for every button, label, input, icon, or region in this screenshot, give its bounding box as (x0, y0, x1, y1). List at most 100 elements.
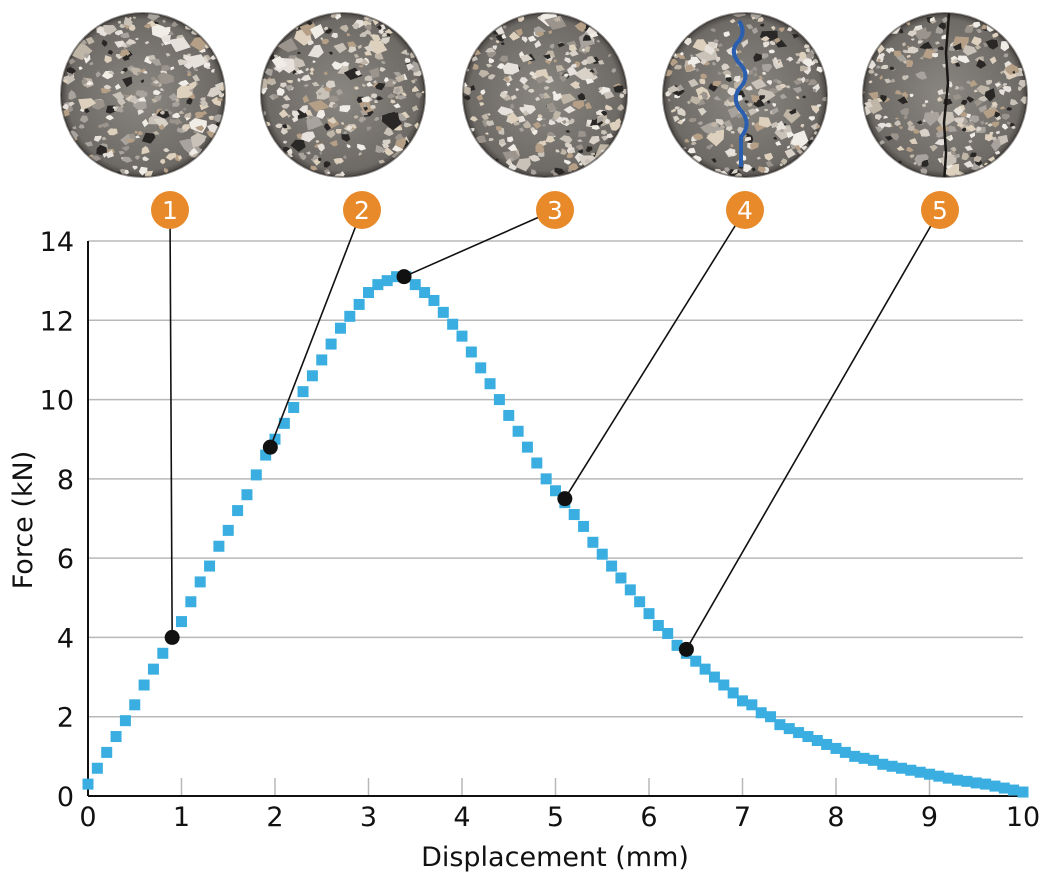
data-point (222, 524, 234, 536)
y-axis-label: Force (kN) (8, 451, 39, 590)
data-point (699, 663, 711, 675)
data-point (316, 354, 328, 366)
aggregate-texture (663, 13, 827, 177)
data-point (409, 279, 421, 291)
data-point (886, 760, 898, 772)
data-point (119, 715, 131, 727)
data-point (952, 774, 964, 786)
data-point (512, 425, 524, 437)
crack-line (731, 19, 749, 167)
data-point (241, 489, 253, 501)
data-point (1008, 784, 1020, 796)
data-point (428, 294, 440, 306)
y-tick-label: 8 (57, 465, 74, 496)
data-point (550, 485, 561, 497)
x-tick-label: 8 (827, 802, 844, 833)
photo-rim (260, 12, 426, 178)
x-tick-label: 1 (173, 802, 190, 833)
data-point (363, 287, 374, 299)
aggregate-texture (261, 13, 425, 177)
specimen-photos (60, 12, 1028, 178)
x-axis-label: Displacement (mm) (421, 842, 689, 873)
data-point (157, 647, 169, 659)
data-point (194, 576, 206, 588)
annotation-point (262, 439, 278, 455)
gridlines (88, 240, 1023, 796)
data-point (961, 775, 973, 787)
data-point (933, 770, 945, 782)
data-point (746, 699, 758, 711)
data-point (176, 616, 187, 628)
data-point (325, 338, 337, 350)
y-tick-label: 2 (57, 703, 74, 734)
data-point (372, 279, 384, 291)
x-tick-label: 7 (734, 802, 751, 833)
data-point (138, 679, 150, 691)
data-point (652, 620, 664, 632)
data-point (980, 778, 992, 790)
data-point (662, 627, 674, 639)
specimen-photo (462, 12, 628, 178)
data-point (877, 758, 889, 770)
photo-rim (862, 12, 1028, 178)
data-point (924, 768, 935, 780)
annotation-badge-label: 3 (547, 196, 563, 225)
data-point (587, 536, 599, 548)
aggregate-texture (463, 13, 627, 177)
data-point (204, 560, 216, 572)
data-point (624, 584, 636, 596)
data-point (858, 752, 870, 764)
data-point (942, 772, 954, 784)
specimen-photo (662, 12, 828, 178)
y-tick-label: 6 (57, 544, 74, 575)
data-point (606, 560, 618, 572)
data-point (419, 287, 431, 299)
data-point (615, 572, 627, 584)
data-point (774, 719, 786, 731)
series-force (82, 271, 1029, 798)
x-tick-label: 3 (360, 802, 377, 833)
data-point (914, 766, 926, 778)
specimen-photo (60, 12, 226, 178)
annotation-badge (536, 191, 574, 229)
annotation-badge-label: 4 (737, 196, 753, 225)
data-point (129, 699, 141, 711)
annotation-5: 5 (678, 191, 959, 657)
data-point (269, 433, 281, 445)
leader-line (564, 209, 746, 500)
data-point (737, 695, 748, 707)
x-tick-label: 10 (1006, 802, 1040, 833)
annotation-badge-label: 1 (162, 196, 178, 225)
photo-rim (662, 12, 828, 178)
data-point (596, 548, 608, 560)
data-point (334, 322, 346, 334)
data-point (185, 596, 197, 608)
annotation-badge (921, 191, 959, 229)
data-point (540, 473, 552, 485)
data-point (793, 727, 805, 739)
x-tick-label: 2 (266, 802, 283, 833)
data-point (465, 346, 477, 358)
data-point (1017, 786, 1029, 798)
data-point (867, 754, 879, 766)
data-point (671, 639, 683, 651)
data-point (110, 731, 122, 743)
data-point (970, 777, 982, 789)
data-point (521, 441, 533, 453)
data-point (708, 671, 720, 683)
specimen-photo (862, 12, 1028, 178)
data-point (821, 738, 833, 750)
data-point (447, 318, 459, 330)
data-point (718, 679, 730, 691)
data-point (895, 762, 907, 774)
y-tick-label: 4 (57, 623, 74, 654)
data-point (634, 596, 646, 608)
annotation-badge (151, 191, 189, 229)
data-point (727, 687, 739, 699)
x-tick-label: 6 (640, 802, 657, 833)
data-point (250, 469, 262, 481)
x-tick-label: 0 (79, 802, 96, 833)
x-tick-label: 5 (547, 802, 564, 833)
